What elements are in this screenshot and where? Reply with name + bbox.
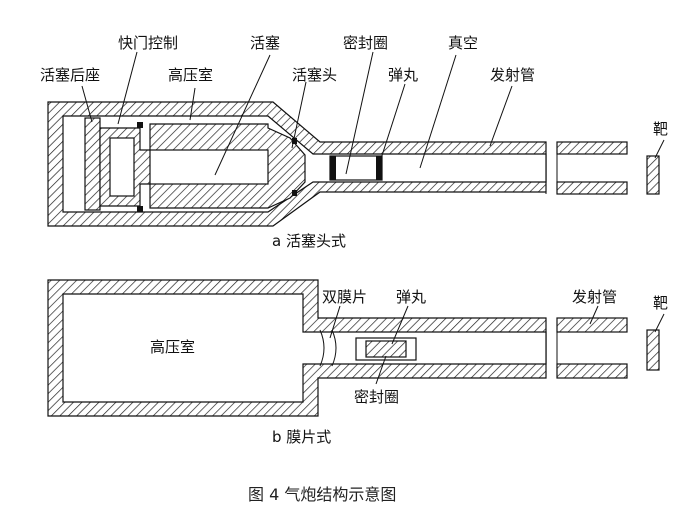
leader-vacuum (419, 54, 457, 169)
label-piston-head: 活塞头 (292, 66, 337, 84)
piston-head-seal-top (292, 138, 297, 144)
label-high-pressure-a: 高压室 (168, 66, 213, 84)
label-target-b: 靶 (653, 294, 668, 312)
leader-launch-tube (489, 85, 513, 147)
label-double-diaphragm: 双膜片 (322, 288, 367, 306)
piston-rear-flange-open (109, 137, 135, 197)
piston-head-seal-bottom (292, 190, 297, 196)
label-shutter-control: 快门控制 (118, 34, 178, 52)
leader-high-pressure (189, 87, 196, 121)
label-piston: 活塞 (250, 34, 280, 52)
figure-caption: 图 4 气炮结构示意图 (248, 485, 396, 504)
piston-rear-seat (84, 117, 101, 211)
diaphragm-2 (331, 329, 337, 367)
label-seal-ring-b: 密封圈 (354, 388, 399, 406)
target-a (646, 155, 660, 195)
piston-seal-bottom (137, 206, 143, 212)
label-launch-tube-b: 发射管 (572, 288, 617, 306)
leader-piston-base (81, 85, 93, 123)
leader-seal-ring (345, 51, 374, 175)
leader-seal-ring-b (375, 355, 387, 385)
piston-seal-top (137, 122, 143, 128)
projectile-a-seal-right (376, 156, 382, 180)
launch-tube-a-segment-bottom (556, 181, 628, 195)
leader-piston-head (291, 81, 307, 149)
leader-double-diaphragm (329, 305, 341, 339)
label-vacuum: 真空 (448, 34, 478, 52)
leader-launch-tube-b (589, 305, 599, 325)
leader-target-b (654, 313, 665, 333)
projectile-b-inner (365, 340, 407, 358)
diagram-a: 活塞后座 快门控制 活塞 密封圈 真空 高压室 活塞头 弹丸 发射管 靶 a 活… (40, 34, 668, 250)
piston-rod (149, 149, 269, 185)
launch-tube-a-segment (556, 141, 628, 155)
subtitle-b: b 膜片式 (272, 428, 331, 446)
diaphragm-1 (319, 329, 325, 367)
leader-shutter-control (117, 51, 138, 125)
target-b (646, 329, 660, 371)
label-launch-tube-a: 发射管 (490, 66, 535, 84)
leader-piston (214, 54, 271, 176)
label-piston-base: 活塞后座 (40, 66, 100, 84)
leader-target (654, 139, 665, 159)
projectile-a (329, 155, 383, 181)
diagram-b: 高压室 双膜片 弹丸 发射管 靶 密封圈 b 膜片式 (47, 279, 668, 446)
leader-projectile (377, 83, 406, 169)
label-target-a: 靶 (653, 120, 668, 138)
label-projectile-b: 弹丸 (396, 288, 426, 306)
launch-tube-b-segment-bottom (556, 363, 628, 379)
label-seal-ring-a: 密封圈 (343, 34, 388, 52)
label-projectile-a: 弹丸 (388, 66, 418, 84)
projectile-a-seal-left (330, 156, 336, 180)
subtitle-a: a 活塞头式 (272, 232, 346, 250)
leader-projectile-b (391, 305, 409, 345)
label-high-pressure-b: 高压室 (150, 338, 195, 356)
